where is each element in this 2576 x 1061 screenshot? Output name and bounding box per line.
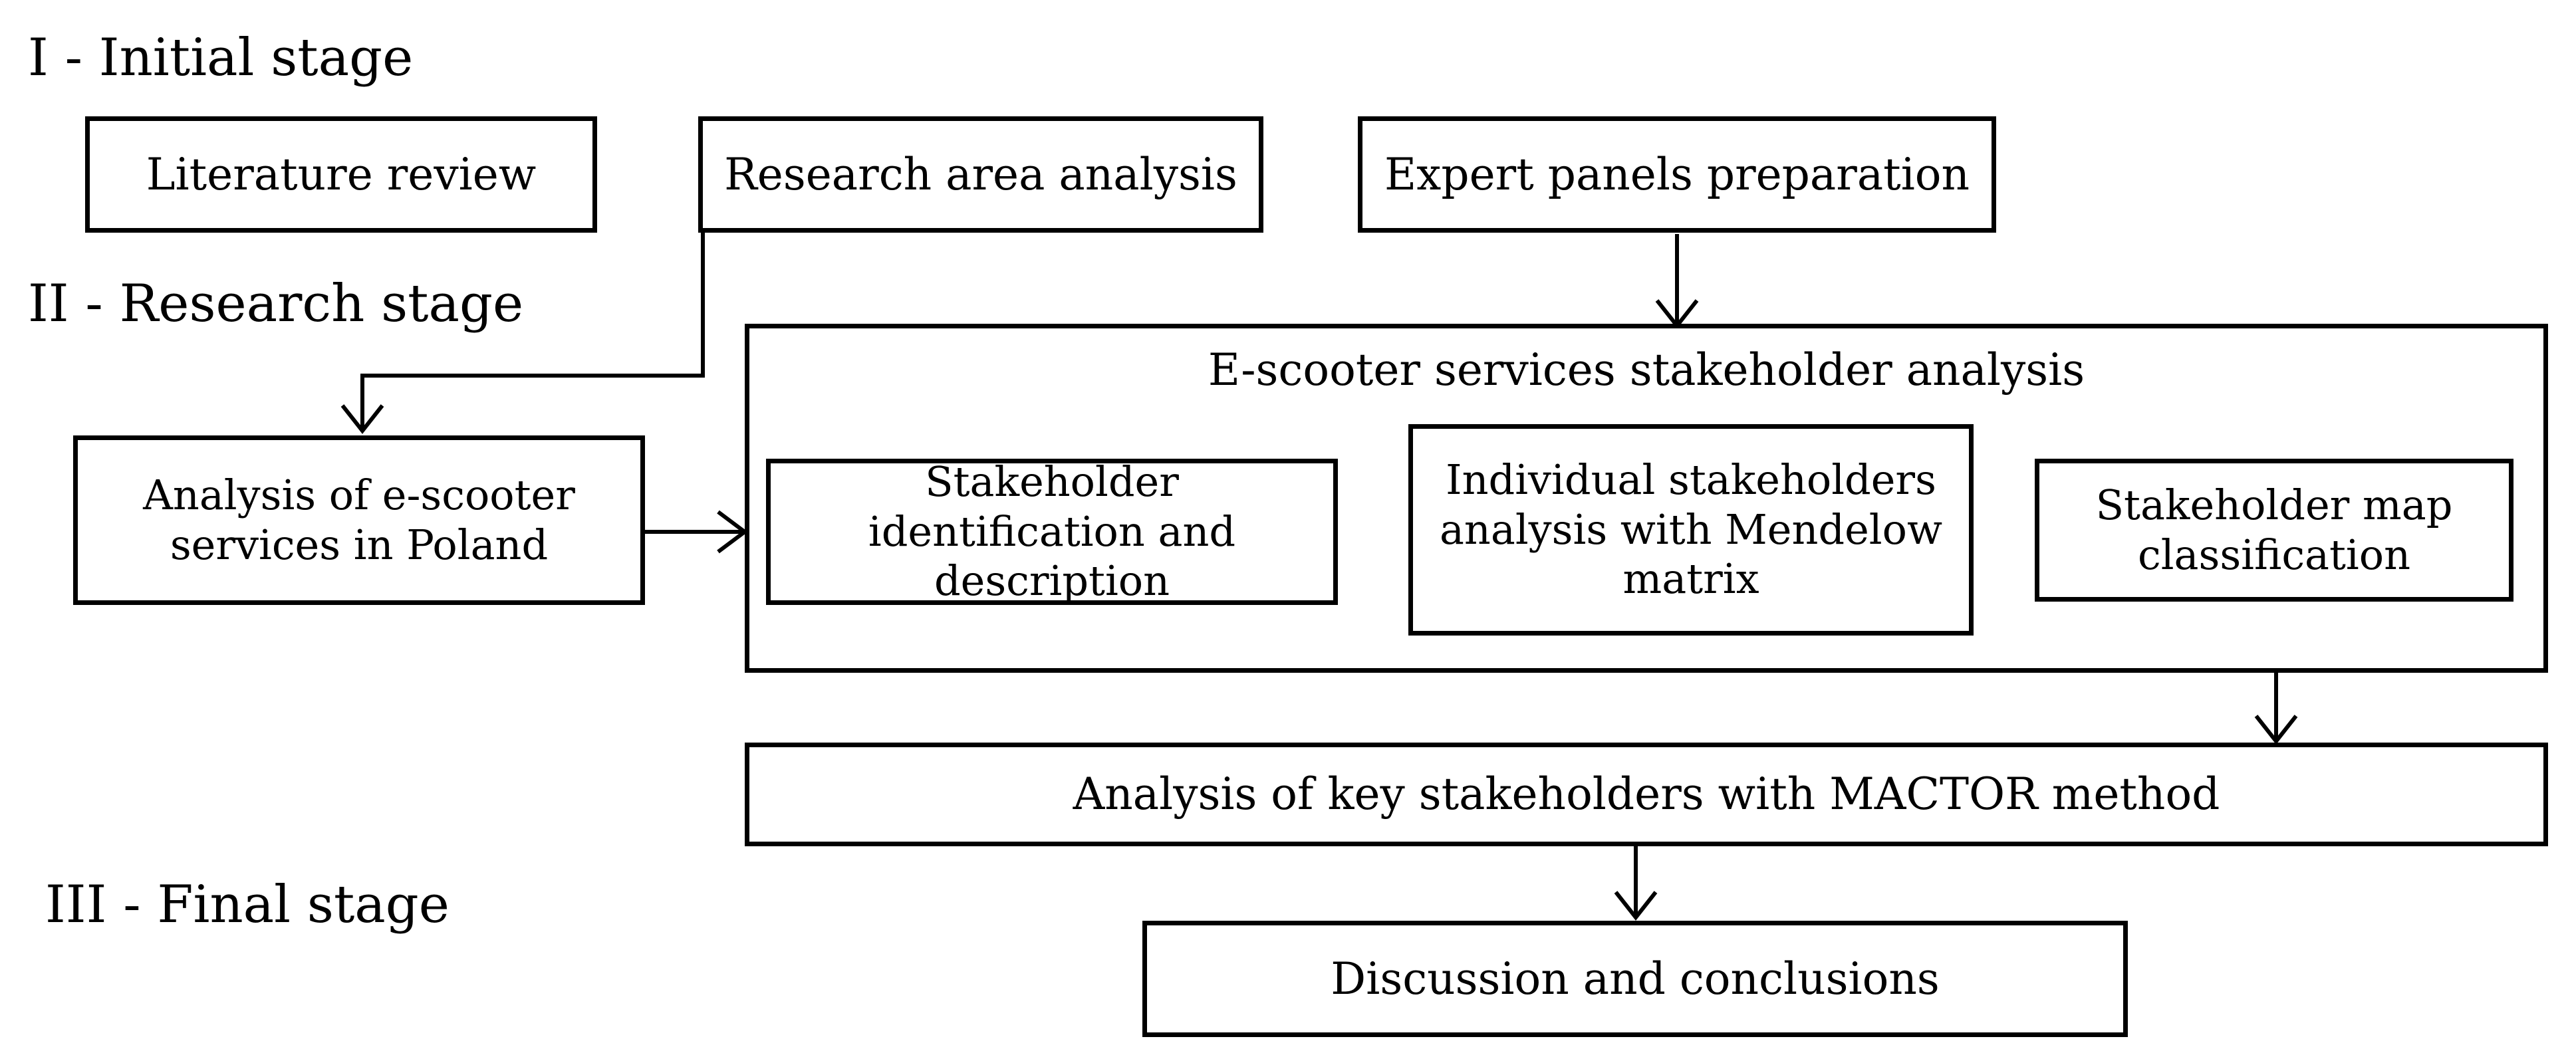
analysis-poland-box: Analysis of e-scooter services in Poland — [73, 435, 645, 605]
arrowhead-mactor-to-discussion — [1614, 891, 1658, 921]
individual-stakeholders-label: Individual stakeholders analysis with Me… — [1439, 455, 1943, 604]
stakeholder-map-label: Stakeholder map classification — [2095, 481, 2453, 579]
research-area-analysis-label: Research area analysis — [724, 148, 1237, 200]
individual-stakeholders-box: Individual stakeholders analysis with Me… — [1408, 424, 1974, 636]
literature-review-label: Literature review — [146, 148, 537, 200]
stage-initial-label: I - Initial stage — [28, 28, 414, 88]
stakeholder-identification-box: Stakeholder identification and descripti… — [766, 457, 1338, 606]
stakeholder-map-box: Stakeholder map classification — [2035, 459, 2513, 602]
stage-final-label: III - Final stage — [45, 875, 450, 935]
discussion-conclusions-label: Discussion and conclusions — [1331, 953, 1940, 1004]
arrowhead-research-to-poland — [340, 404, 384, 434]
arrow-research-to-poland — [360, 231, 705, 431]
analysis-poland-label: Analysis of e-scooter services in Poland — [143, 471, 575, 569]
discussion-conclusions-box: Discussion and conclusions — [1142, 921, 2128, 1037]
expert-panels-preparation-box: Expert panels preparation — [1358, 116, 1996, 233]
arrowhead-map-to-mactor — [2254, 715, 2298, 745]
research-area-analysis-box: Research area analysis — [698, 116, 1263, 233]
stakeholder-identification-label: Stakeholder identification and descripti… — [868, 457, 1236, 606]
mactor-analysis-box: Analysis of key stakeholders with MACTOR… — [745, 743, 2548, 846]
expert-panels-preparation-label: Expert panels preparation — [1384, 148, 1970, 200]
mactor-analysis-label: Analysis of key stakeholders with MACTOR… — [1073, 768, 2220, 820]
stage-research-label: II - Research stage — [28, 274, 524, 334]
stakeholder-analysis-title: E-scooter services stakeholder analysis — [1208, 344, 2085, 396]
literature-review-box: Literature review — [85, 116, 597, 233]
